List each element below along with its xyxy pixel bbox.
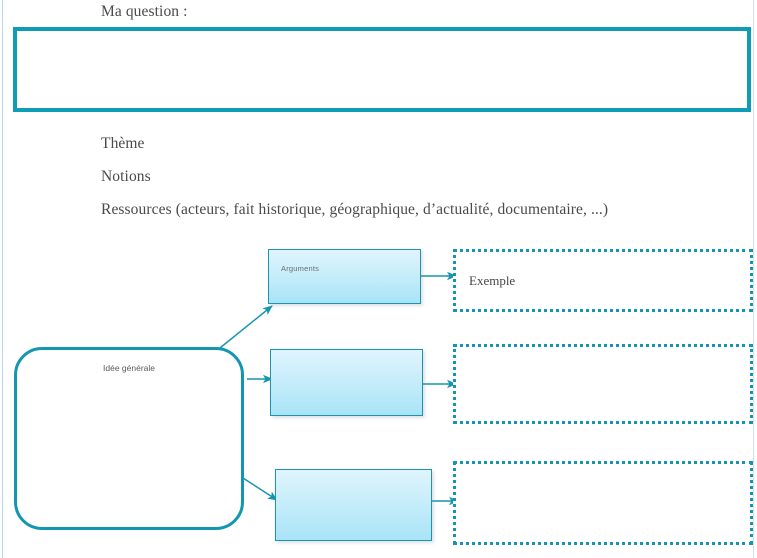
node-example-1-label: Exemple [469,273,516,288]
connector-idea-to-argument-1 [214,305,273,353]
field-label-ressources: Ressources (acteurs, fait historique, gé… [101,201,609,218]
page-title: Ma question : [101,3,188,20]
page-margin-rule-left [2,0,3,558]
node-idea-generale[interactable]: Idée générale [14,347,244,530]
node-argument-3[interactable] [275,469,432,541]
question-answer-box[interactable] [13,27,751,112]
node-argument-2[interactable] [270,349,423,416]
node-example-1[interactable]: Exemple [453,249,753,312]
node-argument-1[interactable]: Arguments [268,249,421,304]
field-label-theme: Thème [101,135,145,152]
field-label-notions: Notions [101,168,151,185]
node-idea-generale-label: Idée générale [103,363,155,373]
node-example-2[interactable] [453,344,753,424]
node-argument-1-label: Arguments [281,264,320,273]
page-margin-rule-right [753,0,754,558]
node-example-3[interactable] [453,461,753,545]
connector-idea-to-argument-3 [242,477,278,501]
